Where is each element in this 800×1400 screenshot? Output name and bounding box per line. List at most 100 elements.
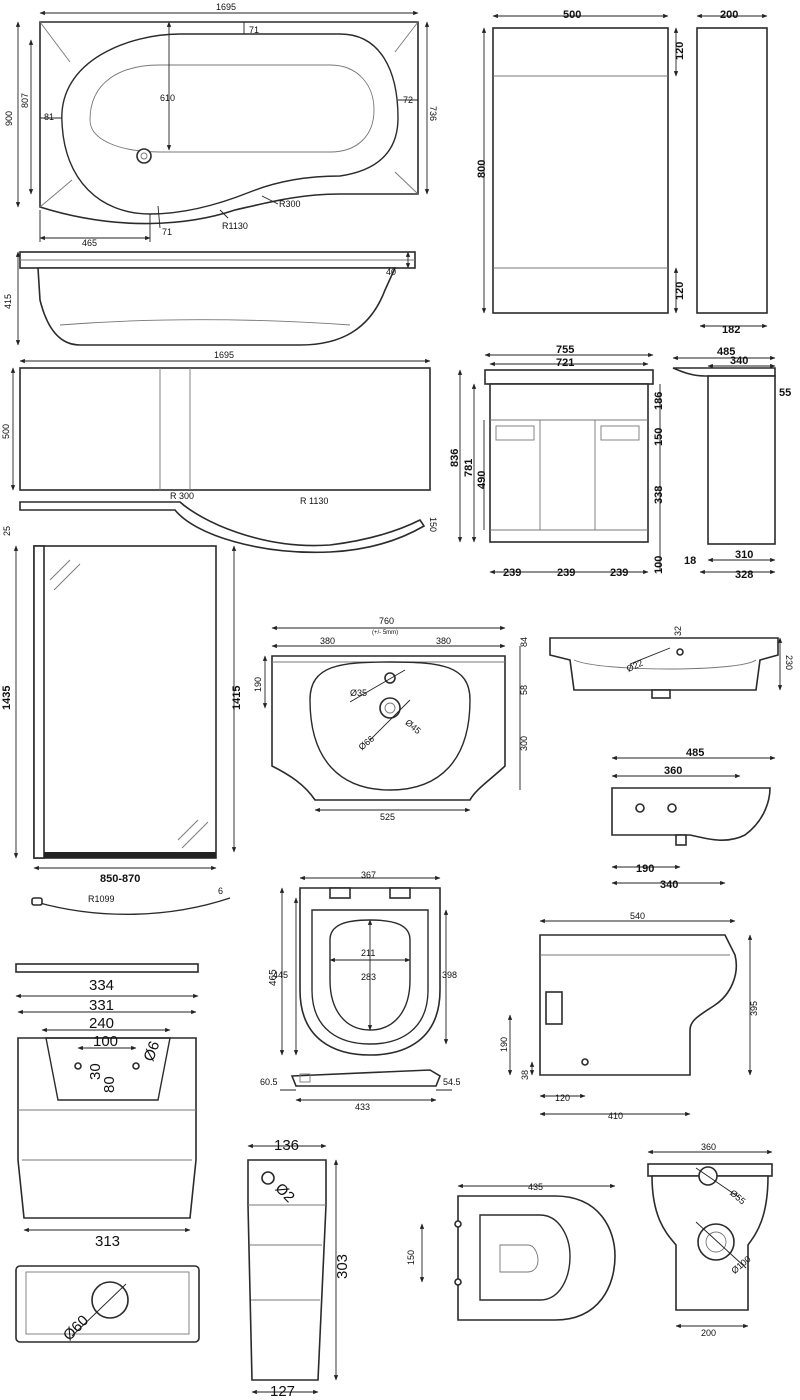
cistern-side-top-depth-label: 136	[274, 1137, 299, 1154]
basin-side-waste-label: 190	[636, 863, 654, 875]
basin-half-left-label: 380	[320, 636, 335, 646]
basin-half-right-label: 380	[436, 636, 451, 646]
wc-unit-base-depth-label: 182	[722, 324, 740, 336]
vanity-basin-band-label: 186	[653, 392, 665, 410]
basin-section-view: Ø22 32 230	[549, 626, 794, 699]
bath-rim-top-label: 71	[249, 25, 259, 35]
screen-offset-label: 6	[218, 886, 223, 896]
vanity-bay3-label: 239	[610, 567, 628, 579]
wc-unit-top-panel-label: 120	[674, 42, 686, 60]
bath-rim-right-label: 72	[403, 95, 413, 105]
wc-unit-height-label: 800	[476, 160, 488, 178]
vanity-front-view: 755 721 836 781 490 186 150 338 100 239 …	[449, 344, 665, 579]
cistern-button-hole-label: Ø6	[141, 1039, 164, 1064]
screen-height-inner-label: 1415	[231, 686, 243, 710]
seat-width-label: 367	[361, 870, 376, 880]
vanity-door-height-label: 490	[476, 471, 488, 489]
vanity-side-overall-label: 328	[735, 569, 753, 581]
pan-side-view: 540 395 190 38 120 410	[499, 911, 759, 1121]
cistern-front-view: 334 331 240 100 Ø6 30 80 313	[15, 963, 199, 1250]
cistern-recess-label: 80	[101, 1076, 118, 1093]
bath-rim-front-label: 71	[162, 227, 172, 237]
toilet-seat-view: 367 465 445 211 283 398	[268, 870, 457, 1056]
cistern-side-base-depth-label: 127	[270, 1383, 295, 1400]
cistern-button-height-label: 30	[87, 1063, 104, 1080]
vanity-drawer-label: 150	[653, 428, 665, 446]
hinge-length-label: 433	[355, 1102, 370, 1112]
vanity-bay2-label: 239	[557, 567, 575, 579]
panel-end-right-label: 150	[428, 517, 438, 532]
screen-height-outer-label: 1435	[1, 686, 13, 710]
pan-side-inlet-label: 190	[499, 1037, 509, 1052]
bath-radius-small-label: R300	[279, 199, 301, 209]
pan-side-length-label: 540	[630, 911, 645, 921]
basin-bowl-depth-label: 300	[519, 736, 529, 751]
vanity-height-label: 836	[449, 449, 461, 467]
panel-radius-small-label: R 300	[170, 491, 194, 501]
cistern-top-width-label: 334	[89, 977, 114, 994]
pan-plan-fixing-label: 150	[406, 1250, 416, 1265]
pan-plan-view: 435 150	[406, 1182, 616, 1321]
bath-plan-view: 1695 900 807 736 610 71 81 72 465 71 R11…	[4, 2, 438, 248]
vanity-door-lower-label: 338	[653, 486, 665, 504]
panel-radius-large-label: R 1130	[300, 496, 328, 506]
vanity-side-body-depth-label: 340	[730, 355, 748, 367]
basin-side-view: 485 360 190 340	[611, 747, 776, 891]
basin-overflow-label: 58	[519, 685, 529, 695]
vanity-top-width-label: 755	[556, 344, 574, 356]
seat-seat-length-label: 398	[442, 970, 457, 980]
vanity-body-height-label: 781	[463, 459, 475, 477]
vanity-body-width-label: 721	[556, 357, 574, 369]
panel-end-left-label: 25	[2, 526, 12, 536]
basin-plan-view: 760 (+/- 5mm) 380 380 84 Ø35 58 190 300 …	[253, 616, 529, 822]
seat-inner-length-label: 445	[273, 970, 288, 980]
seat-ring-length-label: 283	[361, 972, 376, 982]
bath-rim-left-label: 81	[44, 112, 54, 122]
pan-side-base-length-label: 410	[608, 1111, 623, 1121]
bath-height-label: 415	[3, 294, 13, 309]
basin-side-fixing-label: 340	[660, 879, 678, 891]
basin-side-bowl-label: 360	[664, 765, 682, 777]
bath-panel-view: 1695 500 R 300 R 1130 25 150	[1, 350, 438, 554]
vanity-side-base-label: 310	[735, 549, 753, 561]
seat-length-label: 465	[268, 969, 279, 986]
bath-rim-label: 40	[386, 267, 396, 277]
basin-side-depth-label: 485	[686, 747, 704, 759]
wc-unit-plinth-label: 120	[674, 282, 686, 300]
wc-unit-depth-label: 200	[720, 9, 738, 21]
seat-hinge-view: 60.5 54.5 433	[260, 1069, 461, 1112]
vanity-side-depth-label: 485	[717, 346, 735, 358]
seat-ring-width-label: 211	[361, 948, 375, 958]
bath-inner-offset-label: 610	[160, 93, 175, 103]
screen-radius-label: R1099	[88, 894, 115, 904]
pan-rear-view: 360 Ø55 Ø100 200	[647, 1142, 773, 1338]
vanity-bay1-label: 239	[503, 567, 521, 579]
wc-unit-width-label: 500	[563, 9, 581, 21]
basin-width-label: 760	[379, 616, 394, 626]
basin-rim-label: 84	[519, 637, 529, 647]
screen-width-label: 850-870	[100, 873, 140, 885]
bath-side-view: 415 40	[3, 251, 416, 346]
pan-rear-base-label: 200	[701, 1328, 716, 1338]
vanity-side-view: 485 340 55 18 310 328	[672, 346, 791, 581]
cistern-plan-view: Ø60	[15, 1265, 200, 1344]
wc-unit-view: 500 800 120 120 200 182	[476, 9, 768, 336]
cistern-side-height-label: 303	[334, 1254, 351, 1279]
panel-height-label: 500	[1, 424, 11, 439]
cistern-base-width-label: 313	[95, 1233, 120, 1250]
basin-section-rim-label: 32	[673, 626, 683, 636]
basin-tap-hole-label: Ø35	[350, 688, 367, 698]
bath-inner-width-label: 807	[20, 93, 30, 108]
cistern-button-spacing-label: 240	[89, 1015, 114, 1032]
pan-side-outlet-label: 38	[520, 1070, 530, 1080]
basin-section-height-label: 230	[784, 655, 794, 670]
bath-front-label: 465	[82, 238, 97, 248]
pan-plan-length-label: 435	[528, 1182, 543, 1192]
basin-tap-from-edge-label: 190	[253, 677, 263, 692]
bath-length-label: 1695	[216, 2, 236, 12]
hinge-left-label: 60.5	[260, 1077, 278, 1087]
cistern-side-view: 136 Ø2 303 127	[247, 1137, 351, 1400]
panel-length-label: 1695	[214, 350, 234, 360]
